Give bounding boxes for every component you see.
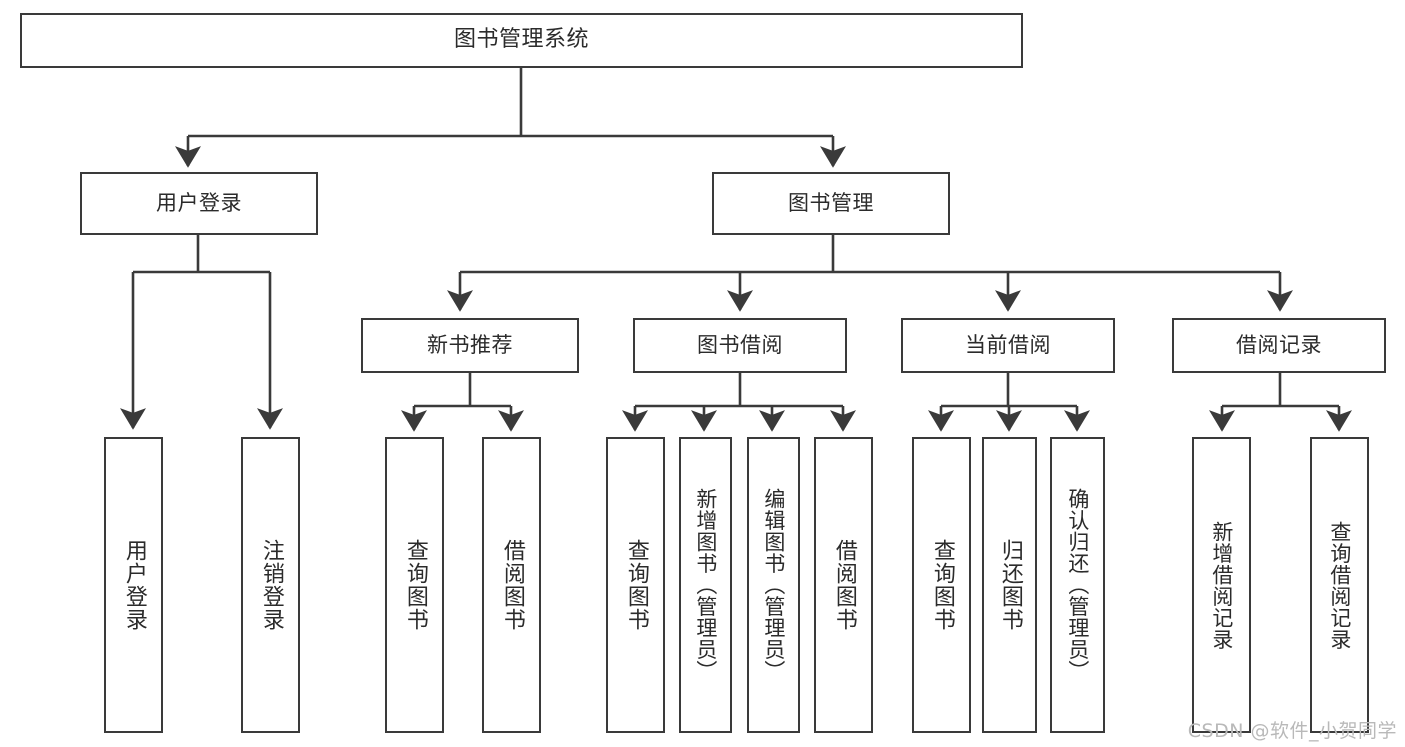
node-label: 图书管理	[788, 190, 874, 215]
leaf-user-login[interactable]: 用户登录	[104, 437, 163, 733]
node-label: 新增图书（管理员）	[693, 488, 718, 682]
node-label: 新增借阅记录	[1209, 520, 1234, 650]
node-book-management[interactable]: 图书管理	[712, 172, 950, 235]
node-new-book-recommendation[interactable]: 新书推荐	[361, 318, 579, 373]
node-label: 编辑图书（管理员）	[761, 488, 786, 682]
leaf-add-borrow-record[interactable]: 新增借阅记录	[1192, 437, 1251, 733]
node-label: 图书管理系统	[453, 27, 589, 53]
leaf-confirm-return-admin[interactable]: 确认归还（管理员）	[1050, 437, 1105, 733]
node-label: 查询图书	[402, 539, 428, 631]
node-root-book-management-system[interactable]: 图书管理系统	[20, 13, 1023, 68]
node-label: 当前借阅	[965, 332, 1051, 357]
leaf-add-book-admin[interactable]: 新增图书（管理员）	[679, 437, 732, 733]
node-label: 查询图书	[623, 539, 649, 631]
watermark: CSDN @软件_小贺同学	[1187, 720, 1397, 742]
node-label: 借阅图书	[499, 539, 525, 631]
node-label: 用户登录	[121, 539, 147, 631]
node-borrow-records[interactable]: 借阅记录	[1172, 318, 1386, 373]
node-label: 新书推荐	[427, 332, 513, 357]
node-book-borrowing[interactable]: 图书借阅	[633, 318, 847, 373]
node-label: 查询图书	[929, 539, 955, 631]
leaf-query-book-recommend[interactable]: 查询图书	[385, 437, 444, 733]
leaf-edit-book-admin[interactable]: 编辑图书（管理员）	[747, 437, 800, 733]
leaf-lend-book[interactable]: 借阅图书	[814, 437, 873, 733]
node-label: 借阅记录	[1236, 332, 1322, 357]
node-current-borrowing[interactable]: 当前借阅	[901, 318, 1115, 373]
leaf-query-book-current[interactable]: 查询图书	[912, 437, 971, 733]
node-label: 归还图书	[997, 539, 1023, 631]
node-label: 借阅图书	[831, 539, 857, 631]
leaf-logout[interactable]: 注销登录	[241, 437, 300, 733]
node-label: 确认归还（管理员）	[1065, 488, 1090, 682]
leaf-query-book-borrow[interactable]: 查询图书	[606, 437, 665, 733]
node-label: 注销登录	[258, 539, 284, 631]
leaf-borrow-book-recommend[interactable]: 借阅图书	[482, 437, 541, 733]
node-user-login[interactable]: 用户登录	[80, 172, 318, 235]
leaf-query-borrow-record[interactable]: 查询借阅记录	[1310, 437, 1369, 733]
node-label: 查询借阅记录	[1327, 520, 1352, 650]
leaf-return-book[interactable]: 归还图书	[982, 437, 1037, 733]
node-label: 用户登录	[156, 190, 242, 215]
node-label: 图书借阅	[697, 332, 783, 357]
